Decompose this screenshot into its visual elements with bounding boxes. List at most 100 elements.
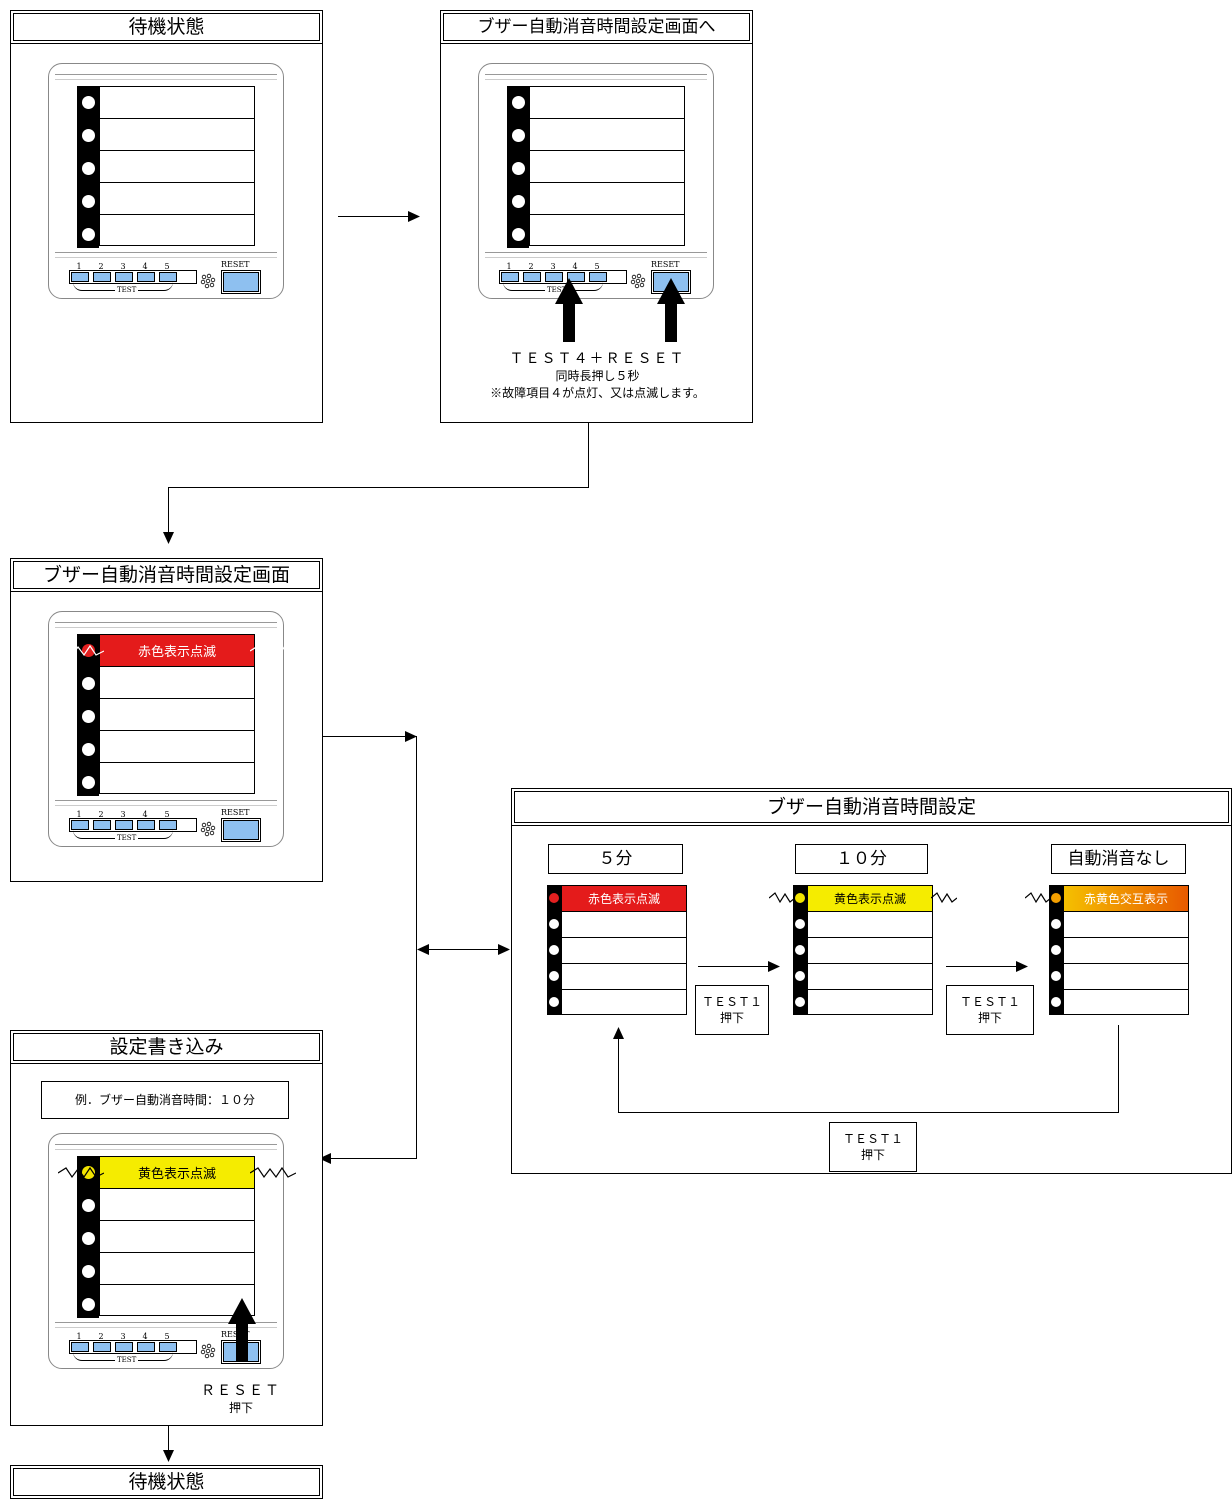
test-button-4[interactable] [567,272,585,282]
mini-panel-5min: 赤色表示点滅 [547,885,687,1015]
indicator-dot [82,1232,95,1245]
test-label: TEST [115,834,139,842]
indicator-dot [82,129,95,142]
fault-row [529,150,685,182]
reset-button[interactable] [221,818,261,842]
test-button-3[interactable] [115,272,133,282]
test-button-5[interactable] [159,272,177,282]
fault-row [99,1284,255,1316]
test-button-3[interactable] [115,1342,133,1352]
test-number: 5 [164,262,170,271]
fault-row [561,911,687,937]
indicator-dot [549,997,559,1007]
red-blink-label: 赤色表示点滅 [587,892,660,906]
write-setting-title: 設定書き込み [10,1030,323,1064]
press-arrow-icon [657,278,685,342]
indicator-dot [82,1199,95,1212]
indicator-dot [512,195,525,208]
test-button-1[interactable] [71,272,89,282]
fault-row [561,963,687,989]
indicator-dot-yellow [795,893,805,903]
test-button-5[interactable] [159,820,177,830]
test-number: 2 [528,262,534,271]
test-number: 1 [506,262,512,271]
indicator-dot [512,162,525,175]
test-button-1[interactable] [71,1342,89,1352]
test-button-3[interactable] [545,272,563,282]
test-button-4[interactable] [137,1342,155,1352]
indicator-dot [82,195,95,208]
test-button-2[interactable] [93,272,111,282]
standby-state-box: 待機状態 1 2 3 4 5 [10,10,323,423]
arrow-right-icon [498,944,510,955]
indicator-dot [82,96,95,109]
speaker-icon [200,273,216,289]
fault-row [807,937,933,963]
fault-row [529,86,685,118]
test-number: 2 [98,262,104,271]
fault-row [99,1220,255,1252]
fault-row [529,182,685,214]
instruction-hold: 同時長押し５秒 [555,369,640,383]
reset-label: RESET [221,1330,250,1339]
test-button-5[interactable] [589,272,607,282]
blink-spark-icon [769,892,795,904]
indicator-lamp-column [547,885,561,1015]
indicator-dot [82,677,95,690]
test-number: 4 [572,262,578,271]
indicator-dot [795,997,805,1007]
mini-panel-none: 赤黄色交互表示 [1025,885,1189,1015]
indicator-lamp-column [77,86,99,248]
arrow-down-icon [163,1450,174,1462]
option-none-label: 自動消音なし [1051,844,1186,874]
test-button-4[interactable] [137,820,155,830]
arrow-up-icon [613,1027,624,1039]
indicator-lamp-column [77,634,99,796]
reset-button[interactable] [221,270,261,294]
blink-spark-icon [931,892,957,904]
indicator-dot-red [549,893,559,903]
test-number: 5 [594,262,600,271]
test1-label: ＴＥＳＴ１ [701,995,762,1009]
indicator-dot [512,129,525,142]
press-label: 押下 [977,1011,1002,1025]
fault-row [99,1188,255,1220]
indicator-dot [82,743,95,756]
instruction-note: ※故障項目４が点灯、又は点滅します。 [490,386,705,400]
test-button-4[interactable] [137,272,155,282]
fault-row [561,989,687,1015]
indicator-dot [82,1265,95,1278]
test-button-1[interactable] [501,272,519,282]
fault-row [99,150,255,182]
test1-press-step-2: ＴＥＳＴ１ 押下 [946,985,1034,1035]
test-button-5[interactable] [159,1342,177,1352]
fault-row [807,911,933,937]
press-arrow-icon [228,1298,256,1362]
fault-row-red-blink: 赤色表示点滅 [58,634,296,666]
test-button-2[interactable] [93,1342,111,1352]
test-button-2[interactable] [93,820,111,830]
reset-step-label: ＲＥＳＥＴ [201,1383,281,1399]
fault-row [1063,963,1189,989]
fault-row [99,666,255,698]
indicator-dot [82,776,95,789]
speaker-icon [200,821,216,837]
test-button-1[interactable] [71,820,89,830]
alarm-panel: 1 2 3 4 5 TEST RESET [478,63,714,299]
speaker-icon [630,273,646,289]
indicator-dot [795,971,805,981]
test-number: 2 [98,810,104,819]
indicator-lamp-column [1049,885,1063,1015]
fault-row [99,86,255,118]
test-number: 2 [98,1332,104,1341]
indicator-dot [512,228,525,241]
press-label: 押下 [719,1011,744,1025]
press-arrow-icon [555,278,583,342]
test-button-3[interactable] [115,820,133,830]
test-button-2[interactable] [523,272,541,282]
reset-label: RESET [651,260,680,269]
indicator-dot [1051,971,1061,981]
fault-row [99,118,255,150]
test-number: 4 [142,810,148,819]
press-label: 押下 [860,1148,885,1162]
